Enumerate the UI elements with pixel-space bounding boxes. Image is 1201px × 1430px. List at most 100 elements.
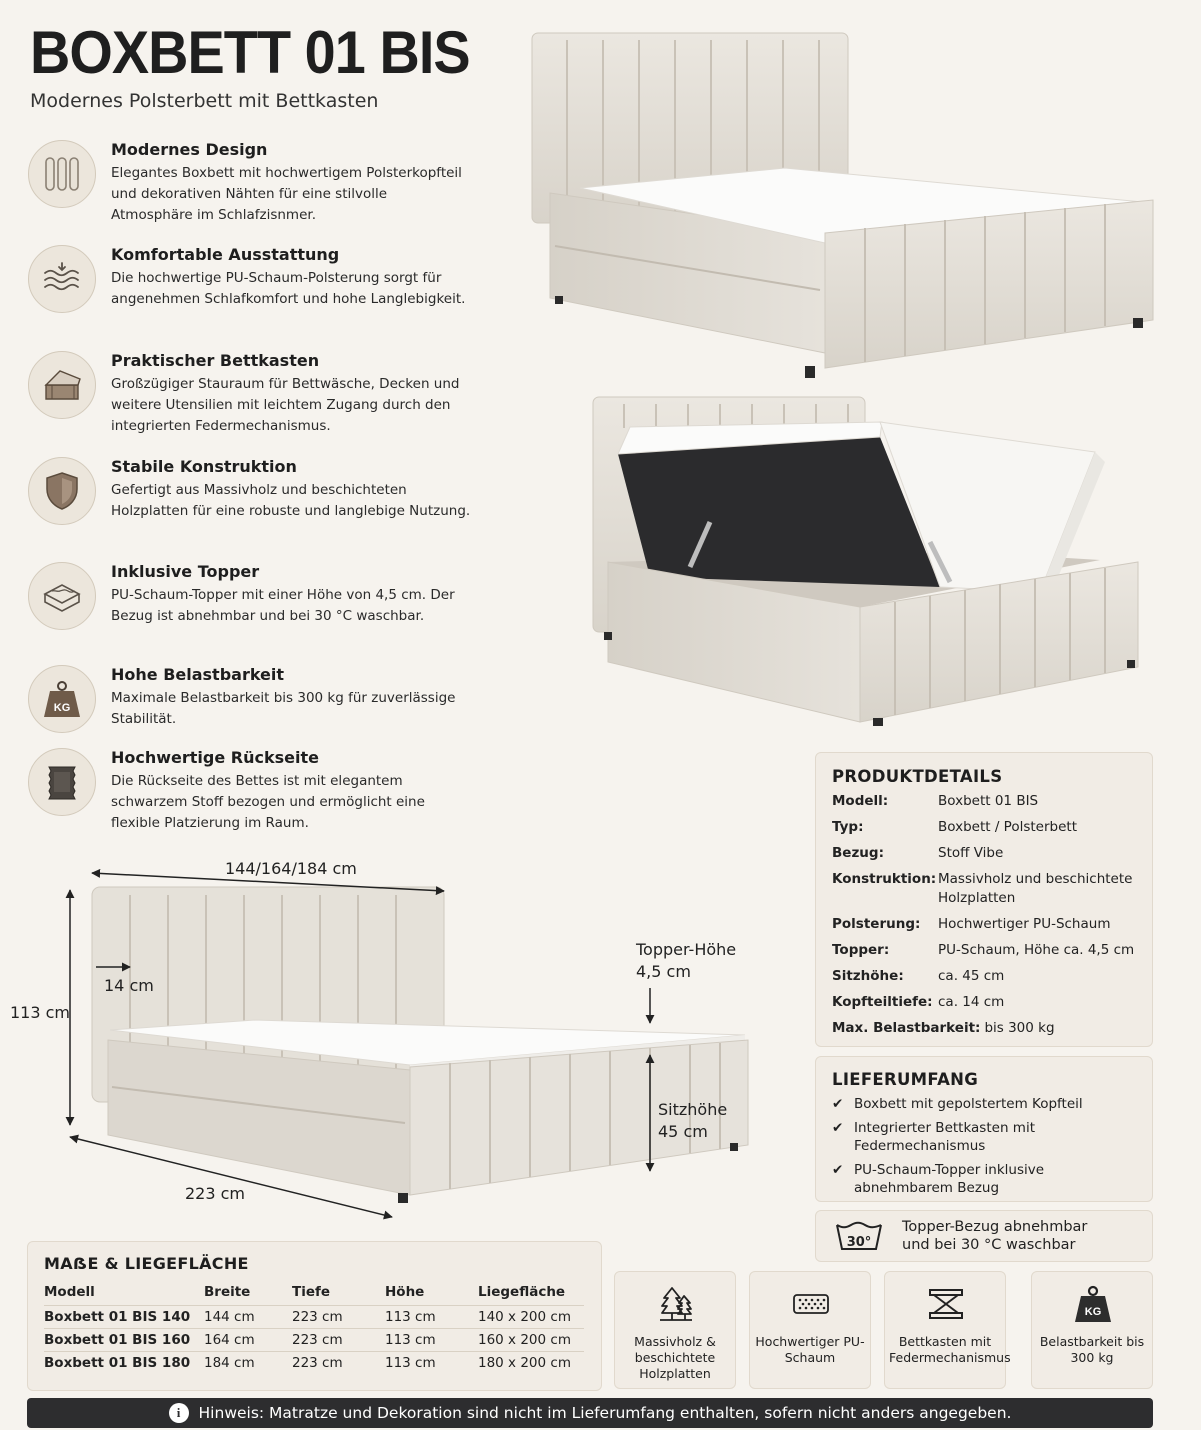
iconbox-foam: Hochwertiger PU-Schaum — [749, 1271, 871, 1389]
feature-construction: Stabile Konstruktion Gefertigt aus Massi… — [28, 457, 471, 557]
foam-layers-icon — [28, 245, 96, 313]
wash-temp: 30° — [847, 1235, 872, 1250]
wash-text: Topper-Bezug abnehmbar und bei 30 °C was… — [902, 1218, 1087, 1254]
feature-load-capacity: KG Hohe Belastbarkeit Maximale Belastbar… — [28, 665, 468, 765]
iconbox-wood: Massivholz & beschichtete Holzplatten — [614, 1271, 736, 1389]
feature-title: Inklusive Topper — [111, 562, 260, 581]
detail-key: Max. Belastbarkeit: — [832, 1020, 981, 1036]
trees-icon — [660, 1287, 692, 1321]
detail-key: Topper: — [832, 942, 890, 958]
page-subtitle: Modernes Polsterbett mit Bettkasten — [30, 90, 379, 112]
column-header: Tiefe — [292, 1284, 331, 1300]
table-cell: 180 x 200 cm — [478, 1351, 584, 1374]
topper-icon — [28, 562, 96, 630]
table-cell: 140 x 200 cm — [478, 1305, 584, 1329]
table-cell: 113 cm — [385, 1328, 478, 1352]
bed-open-image — [592, 396, 1139, 726]
delivery-title: LIEFERUMFANG — [832, 1070, 979, 1089]
table-cell: 113 cm — [385, 1351, 478, 1374]
detail-value: PU-Schaum, Höhe ca. 4,5 cm — [938, 942, 1135, 958]
feature-title: Hohe Belastbarkeit — [111, 665, 285, 684]
detail-row: Max. Belastbarkeit:bis 300 kg — [832, 1019, 1136, 1038]
check-icon: ✔ — [832, 1120, 844, 1136]
iconbox-label: Hochwertiger PU-Schaum — [755, 1334, 865, 1365]
size-table-title: MAẞE & LIEGEFLÄCHE — [44, 1254, 249, 1273]
dim-topper-value: 4,5 cm — [636, 962, 691, 981]
detail-value: ca. 14 cm — [938, 994, 1005, 1010]
lift-mechanism-icon — [929, 1289, 963, 1319]
page-title: BOXBETT 01 BIS — [30, 19, 471, 86]
detail-row: Polsterung:Hochwertiger PU-Schaum — [832, 915, 1136, 934]
table-cell: 144 cm — [204, 1305, 292, 1329]
detail-key: Typ: — [832, 819, 864, 835]
list-item-text: Integrierter Bettkasten mit Federmechani… — [854, 1120, 1035, 1154]
detail-row: Bezug:Stoff Vibe — [832, 844, 1136, 863]
table-cell: 113 cm — [385, 1305, 478, 1329]
feature-text: Elegantes Boxbett mit hochwertigem Polst… — [111, 165, 462, 223]
feature-modern-design: Modernes Design Elegantes Boxbett mit ho… — [28, 140, 468, 240]
wash-30-icon: 30° — [836, 1221, 882, 1250]
column-header: Breite — [204, 1284, 251, 1300]
dim-seat-value: 45 cm — [658, 1122, 708, 1141]
detail-row: Konstruktion:Massivholz und beschichtete… — [832, 870, 1136, 908]
weight-kg-icon: KG — [1075, 1285, 1111, 1322]
dim-seat-label: Sitzhöhe — [658, 1100, 728, 1119]
iconbox-label: Belastbarkeit bis 300 kg — [1039, 1334, 1145, 1365]
column-header: Modell — [44, 1284, 95, 1300]
delivery-card: LIEFERUMFANG ✔ Boxbett mit gepolstertem K… — [815, 1056, 1153, 1202]
feature-title: Komfortable Ausstattung — [111, 245, 340, 264]
detail-value: ca. 45 cm — [938, 968, 1005, 984]
table-cell: Boxbett 01 BIS 160 — [44, 1328, 204, 1352]
feature-text: Maximale Belastbarkeit bis 300 kg für zu… — [111, 690, 456, 727]
notice-bar: i Hinweis: Matratze und Dekoration sind … — [27, 1398, 1153, 1428]
detail-value: Massivholz und beschichtete Holzplatten — [938, 871, 1133, 906]
feature-text: Die hochwertige PU-Schaum-Polsterung sor… — [111, 270, 466, 307]
detail-row: Typ: Boxbett / Polsterbett — [832, 818, 1136, 837]
iconbox-label: Massivholz & beschichtete Holzplatten — [634, 1334, 716, 1381]
size-table: Modell Breite Tiefe Höhe Liegefläche Box… — [44, 1281, 584, 1374]
check-icon: ✔ — [832, 1096, 844, 1112]
dimension-bed-image — [65, 868, 749, 1220]
size-table-card: MAẞE & LIEGEFLÄCHE Modell Breite Tiefe H… — [27, 1241, 602, 1391]
list-item: ✔ Integrierter Bettkasten mit Federmechan… — [832, 1119, 1136, 1155]
dim-width-label: 144/164/184 cm — [225, 859, 357, 878]
shield-icon — [28, 457, 96, 525]
table-cell: Boxbett 01 BIS 180 — [44, 1351, 204, 1374]
weight-kg-icon: KG — [28, 665, 96, 733]
feature-title: Modernes Design — [111, 140, 268, 159]
svg-text:KG: KG — [54, 702, 71, 714]
iconbox-load: KG Belastbarkeit bis 300 kg — [1031, 1271, 1153, 1389]
feature-text: PU-Schaum-Topper mit einer Höhe von 4,5 … — [111, 587, 455, 624]
table-cell: 160 x 200 cm — [478, 1328, 584, 1352]
detail-row: Sitzhöhe: ca. 45 cm — [832, 967, 1136, 986]
detail-value: bis 300 kg — [984, 1020, 1055, 1036]
detail-key: Kopfteiltiefe: — [832, 994, 933, 1010]
feature-text: Gefertigt aus Massivholz und beschichtet… — [111, 482, 471, 519]
iconbox-mechanism: Bettkasten mit Federmechanismus — [884, 1271, 1011, 1389]
wash-info-card: 30° Topper-Bezug abnehmbar und bei 30 °C… — [815, 1210, 1153, 1262]
detail-value: Boxbett / Polsterbett — [938, 819, 1078, 835]
feature-comfort: Komfortable Ausstattung Die hochwertige … — [28, 245, 468, 345]
detail-key: Bezug: — [832, 845, 884, 861]
detail-key: Sitzhöhe: — [832, 968, 904, 984]
list-item-text: Boxbett mit gepolstertem Kopfteil — [854, 1096, 1083, 1112]
feature-text: Großzügiger Stauraum für Bettwäsche, Dec… — [111, 376, 460, 434]
vertical-stitching-icon — [28, 140, 96, 208]
list-item: ✔ Boxbett mit gepolstertem Kopfteil — [832, 1095, 1136, 1113]
bed-closed-image — [531, 32, 1154, 378]
table-cell: 164 cm — [204, 1328, 292, 1352]
detail-row: Kopfteiltiefe: ca. 14 cm — [832, 993, 1136, 1012]
table-cell: 223 cm — [292, 1305, 385, 1329]
iconbox-label: Bettkasten mit Federmechanismus — [889, 1334, 1011, 1365]
dim-topper-label: Topper-Höhe — [636, 940, 737, 959]
detail-value: Hochwertiger PU-Schaum — [938, 916, 1111, 932]
dim-headboard-depth-label: 14 cm — [104, 976, 154, 995]
notice-text: Hinweis: Matratze und Dekoration sind ni… — [198, 1404, 1012, 1422]
feature-storage: Praktischer Bettkasten Großzügiger Staur… — [28, 351, 468, 451]
list-item: ✔PU-Schaum-Topper inklusive abnehmbarem … — [832, 1161, 1136, 1197]
table-cell: 223 cm — [292, 1351, 385, 1374]
info-icon: i — [168, 1403, 189, 1423]
